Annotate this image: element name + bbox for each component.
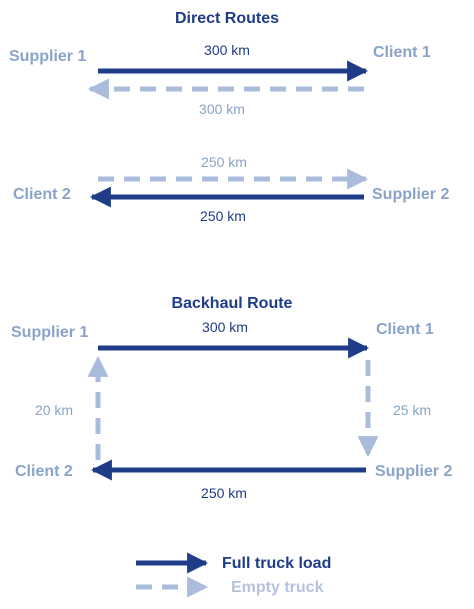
backhaul-supplier-1-label: Supplier 1	[11, 324, 89, 341]
backhaul-bottom-distance: 250 km	[201, 485, 247, 501]
backhaul-right-distance: 25 km	[392, 402, 432, 418]
direct-supplier-2-label: Supplier 2	[372, 186, 450, 203]
direct-route2-empty-distance: 250 km	[201, 154, 247, 170]
backhaul-supplier-2-label: Supplier 2	[375, 463, 453, 480]
legend-empty-label: Empty truck	[231, 579, 324, 596]
direct-client-1-label: Client 1	[373, 44, 431, 61]
direct-route1-full-distance: 300 km	[204, 42, 250, 58]
backhaul-route-title: Backhaul Route	[171, 295, 293, 312]
direct-client-2-label: Client 2	[13, 186, 71, 203]
backhaul-left-distance: 20 km	[34, 402, 74, 418]
legend-full-label: Full truck load	[222, 555, 332, 572]
backhaul-client-1-label: Client 1	[376, 321, 434, 338]
backhaul-top-distance: 300 km	[202, 319, 248, 335]
backhaul-client-2-label: Client 2	[15, 463, 73, 480]
direct-route1-empty-distance: 300 km	[199, 101, 245, 117]
direct-routes-title: Direct Routes	[174, 10, 280, 27]
direct-route2-full-distance: 250 km	[200, 208, 246, 224]
direct-supplier-1-label: Supplier 1	[9, 48, 87, 65]
